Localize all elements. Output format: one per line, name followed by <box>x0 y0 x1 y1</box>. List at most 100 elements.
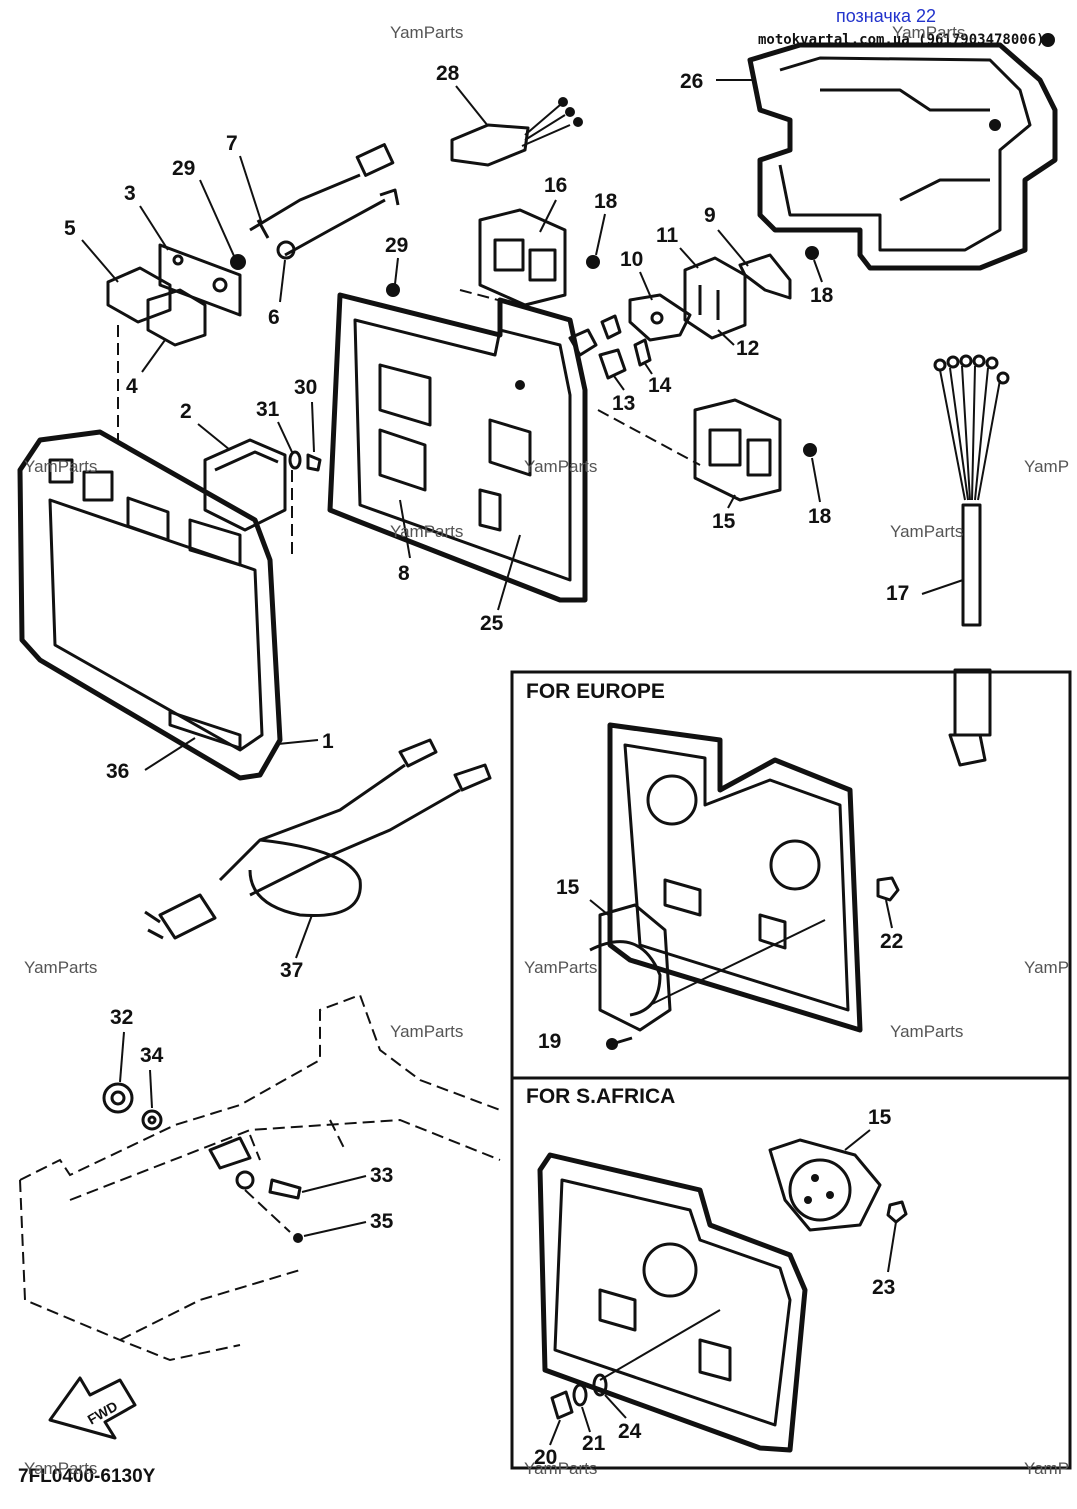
part-9-bracket <box>738 253 792 300</box>
callout-36: 36 <box>106 760 129 783</box>
part-33-bolt <box>208 1136 302 1200</box>
part-2-transformer <box>203 438 287 532</box>
callout-37: 37 <box>280 959 303 982</box>
part-1-control-box-frame <box>17 429 283 781</box>
part-15-receptacle-s-africa <box>768 1138 882 1232</box>
part-31-washer <box>288 450 302 470</box>
part-8-control-panel <box>327 292 588 603</box>
part-17-wire-harness <box>933 354 1010 767</box>
part-13-knob <box>568 328 627 380</box>
part-15-receptacle-a <box>693 398 782 502</box>
watermark-partial: YamP <box>1024 958 1069 977</box>
part-23-nut <box>886 1200 908 1224</box>
callout-23: 23 <box>872 1276 895 1299</box>
callout-4: 4 <box>126 375 138 398</box>
part-4-relay <box>146 288 207 347</box>
callout-25: 25 <box>480 612 504 635</box>
part-15-receptacle-europe <box>589 903 672 1032</box>
callout-10: 10 <box>620 248 643 271</box>
callout-31: 31 <box>256 398 280 421</box>
callout-9: 9 <box>704 204 716 227</box>
callout-20: 20 <box>534 1446 557 1469</box>
callout-12: 12 <box>736 337 759 360</box>
fwd-label: FWD <box>85 1398 121 1428</box>
diagram-code: 7FL0400-6130Y <box>18 1466 156 1487</box>
europe-box <box>510 670 1072 1080</box>
part-18-screw-a <box>586 255 600 269</box>
europe-heading: FOR EUROPE <box>526 680 665 703</box>
watermark: YamParts <box>524 457 597 476</box>
watermark: YamParts <box>24 1459 97 1478</box>
callout-15a: 15 <box>712 510 736 533</box>
watermark: YamParts <box>890 1022 963 1041</box>
part-34-washer <box>141 1109 163 1131</box>
part-3-bracket <box>158 243 242 317</box>
watermark: YamParts <box>24 457 97 476</box>
callout-15-s-africa: 15 <box>868 1106 892 1129</box>
watermark: YamParts <box>524 958 597 977</box>
callout-22: 22 <box>880 930 903 953</box>
part-14-spring <box>600 314 652 367</box>
watermark-partial: YamP <box>1024 1459 1069 1478</box>
callout-3: 3 <box>124 182 136 205</box>
callout-21: 21 <box>582 1432 606 1455</box>
part-37-power-cord <box>144 738 492 940</box>
part-19-screw <box>606 1036 633 1050</box>
callout-33: 33 <box>370 1164 393 1187</box>
part-22-nut <box>876 876 900 902</box>
part-18-screw-b <box>805 246 819 260</box>
watermark: YamParts <box>24 958 97 977</box>
callout-11: 11 <box>656 224 679 247</box>
callout-7: 7 <box>226 132 238 155</box>
part-29-screw-a <box>230 254 246 270</box>
part-24-washer <box>592 1373 608 1397</box>
part-10-plate <box>628 293 692 342</box>
callout-29a: 29 <box>172 157 195 180</box>
callout-18c: 18 <box>808 505 832 528</box>
callout-18a: 18 <box>594 190 618 213</box>
part-16-receptacle <box>478 208 567 307</box>
callout-1: 1 <box>322 730 334 753</box>
callout-19: 19 <box>538 1030 561 1053</box>
s-africa-panel <box>537 1152 808 1453</box>
callout-8: 8 <box>398 562 410 585</box>
callout-18b: 18 <box>810 284 834 307</box>
generator-frame-outline <box>19 993 501 1362</box>
part-30-screw <box>306 453 322 472</box>
callout-17: 17 <box>886 582 909 605</box>
callout-16: 16 <box>544 174 567 197</box>
callout-26: 26 <box>680 70 703 93</box>
watermark: YamParts <box>390 1022 463 1041</box>
part-18-screw-c <box>803 443 817 457</box>
part-28-module <box>450 97 583 167</box>
watermark: YamParts <box>890 522 963 541</box>
fwd-arrow-icon <box>48 1376 137 1440</box>
part-5-relay <box>106 266 172 324</box>
part-20-bolt <box>550 1390 574 1420</box>
watermark: YamParts <box>390 23 463 42</box>
s-africa-box <box>510 1076 1072 1470</box>
callout-34: 34 <box>140 1044 164 1067</box>
watermark-partial: YamP <box>1024 457 1069 476</box>
watermark: YamParts <box>390 522 463 541</box>
callout-28: 28 <box>436 62 460 85</box>
part-32-grommet <box>102 1082 134 1114</box>
part-26-cover <box>747 33 1058 271</box>
part-11-breaker <box>683 256 747 340</box>
callout-24: 24 <box>618 1420 642 1443</box>
watermark: YamParts <box>524 1459 597 1478</box>
part-6-lead-wire <box>276 188 400 260</box>
part-21-washer <box>572 1383 588 1407</box>
callout-29b: 29 <box>385 234 408 257</box>
diagram-tag[interactable]: позначка 22 <box>836 6 936 26</box>
callout-15-europe: 15 <box>556 876 580 899</box>
part-35-screw <box>293 1233 303 1243</box>
callout-2: 2 <box>180 400 192 423</box>
part-36-label <box>168 710 242 750</box>
callout-35: 35 <box>370 1210 394 1233</box>
europe-panel <box>607 722 863 1033</box>
watermark: YamParts <box>892 23 965 42</box>
callout-5: 5 <box>64 217 76 240</box>
